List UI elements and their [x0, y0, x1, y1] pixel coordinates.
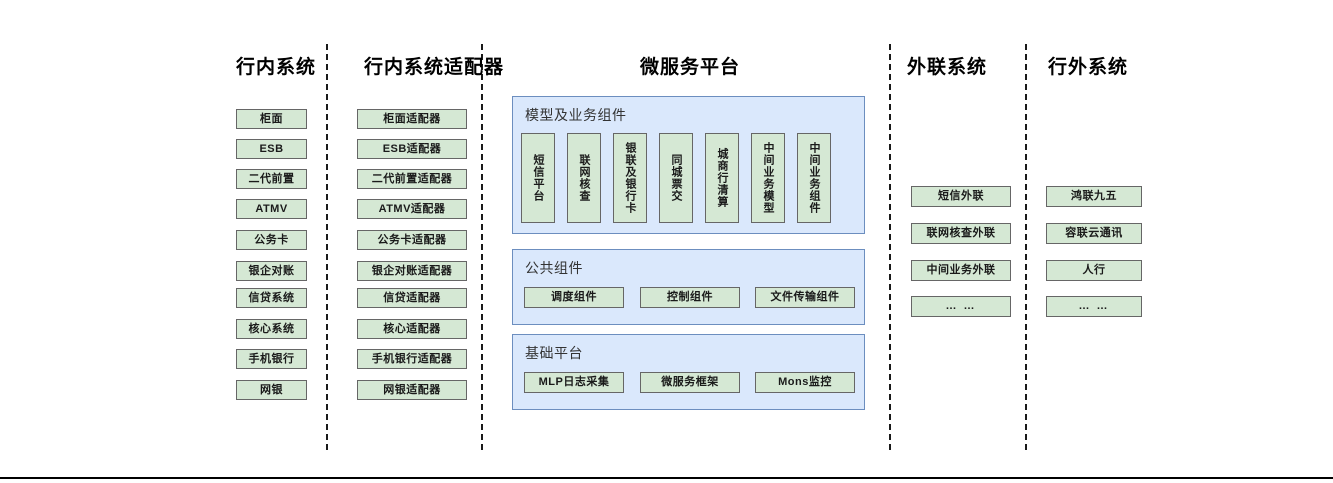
node-external-0[interactable]: 短信外联: [911, 186, 1011, 207]
node-inbank-1[interactable]: ESB: [236, 139, 307, 159]
node-public-2[interactable]: 文件传输组件: [755, 287, 855, 308]
node-inbank-adapter-0[interactable]: 柜面适配器: [357, 109, 467, 129]
node-inbank-6[interactable]: 信贷系统: [236, 288, 307, 308]
bottom-divider-rule: [0, 477, 1333, 479]
node-model-2[interactable]: 银联及银行卡: [613, 133, 647, 223]
column-header-inbank: 行内系统: [235, 57, 316, 78]
node-public-0[interactable]: 调度组件: [524, 287, 624, 308]
node-inbank-3[interactable]: ATMV: [236, 199, 307, 219]
node-inbank-4[interactable]: 公务卡: [236, 230, 307, 250]
panel-title-model-business: 模型及业务组件: [525, 107, 627, 123]
node-model-4[interactable]: 城商行清算: [705, 133, 739, 223]
node-inbank-7[interactable]: 核心系统: [236, 319, 307, 339]
node-inbank-5[interactable]: 银企对账: [236, 261, 307, 281]
divider-4: [1025, 44, 1027, 450]
node-inbank-adapter-5[interactable]: 银企对账适配器: [357, 261, 467, 281]
node-inbank-adapter-7[interactable]: 核心适配器: [357, 319, 467, 339]
node-external-3[interactable]: … …: [911, 296, 1011, 317]
node-model-6[interactable]: 中间业务组件: [797, 133, 831, 223]
node-outbank-1[interactable]: 容联云通讯: [1046, 223, 1142, 244]
node-base-1[interactable]: 微服务框架: [640, 372, 740, 393]
node-external-2[interactable]: 中间业务外联: [911, 260, 1011, 281]
node-outbank-2[interactable]: 人行: [1046, 260, 1142, 281]
column-header-outbank: 行外系统: [1047, 57, 1128, 78]
node-inbank-9[interactable]: 网银: [236, 380, 307, 400]
node-external-1[interactable]: 联网核查外联: [911, 223, 1011, 244]
node-model-5[interactable]: 中间业务模型: [751, 133, 785, 223]
node-inbank-adapter-2[interactable]: 二代前置适配器: [357, 169, 467, 189]
divider-3: [889, 44, 891, 450]
node-model-0[interactable]: 短信平台: [521, 133, 555, 223]
divider-1: [326, 44, 328, 450]
node-base-0[interactable]: MLP日志采集: [524, 372, 624, 393]
column-header-external-link: 外联系统: [906, 57, 987, 78]
node-inbank-adapter-3[interactable]: ATMV适配器: [357, 199, 467, 219]
node-outbank-0[interactable]: 鸿联九五: [1046, 186, 1142, 207]
node-public-1[interactable]: 控制组件: [640, 287, 740, 308]
node-inbank-adapter-4[interactable]: 公务卡适配器: [357, 230, 467, 250]
platform-title: 微服务平台: [639, 57, 740, 78]
node-base-2[interactable]: Mons监控: [755, 372, 855, 393]
column-header-inbank-adapter: 行内系统适配器: [363, 57, 504, 78]
divider-2: [481, 44, 483, 450]
panel-title-public-components: 公共组件: [525, 260, 583, 276]
node-inbank-adapter-6[interactable]: 信贷适配器: [357, 288, 467, 308]
node-inbank-adapter-9[interactable]: 网银适配器: [357, 380, 467, 400]
node-inbank-adapter-8[interactable]: 手机银行适配器: [357, 349, 467, 369]
node-inbank-2[interactable]: 二代前置: [236, 169, 307, 189]
node-model-3[interactable]: 同城票交: [659, 133, 693, 223]
node-model-1[interactable]: 联网核查: [567, 133, 601, 223]
node-inbank-8[interactable]: 手机银行: [236, 349, 307, 369]
node-inbank-adapter-1[interactable]: ESB适配器: [357, 139, 467, 159]
panel-title-base-platform: 基础平台: [525, 345, 583, 361]
node-outbank-3[interactable]: … …: [1046, 296, 1142, 317]
node-inbank-0[interactable]: 柜面: [236, 109, 307, 129]
